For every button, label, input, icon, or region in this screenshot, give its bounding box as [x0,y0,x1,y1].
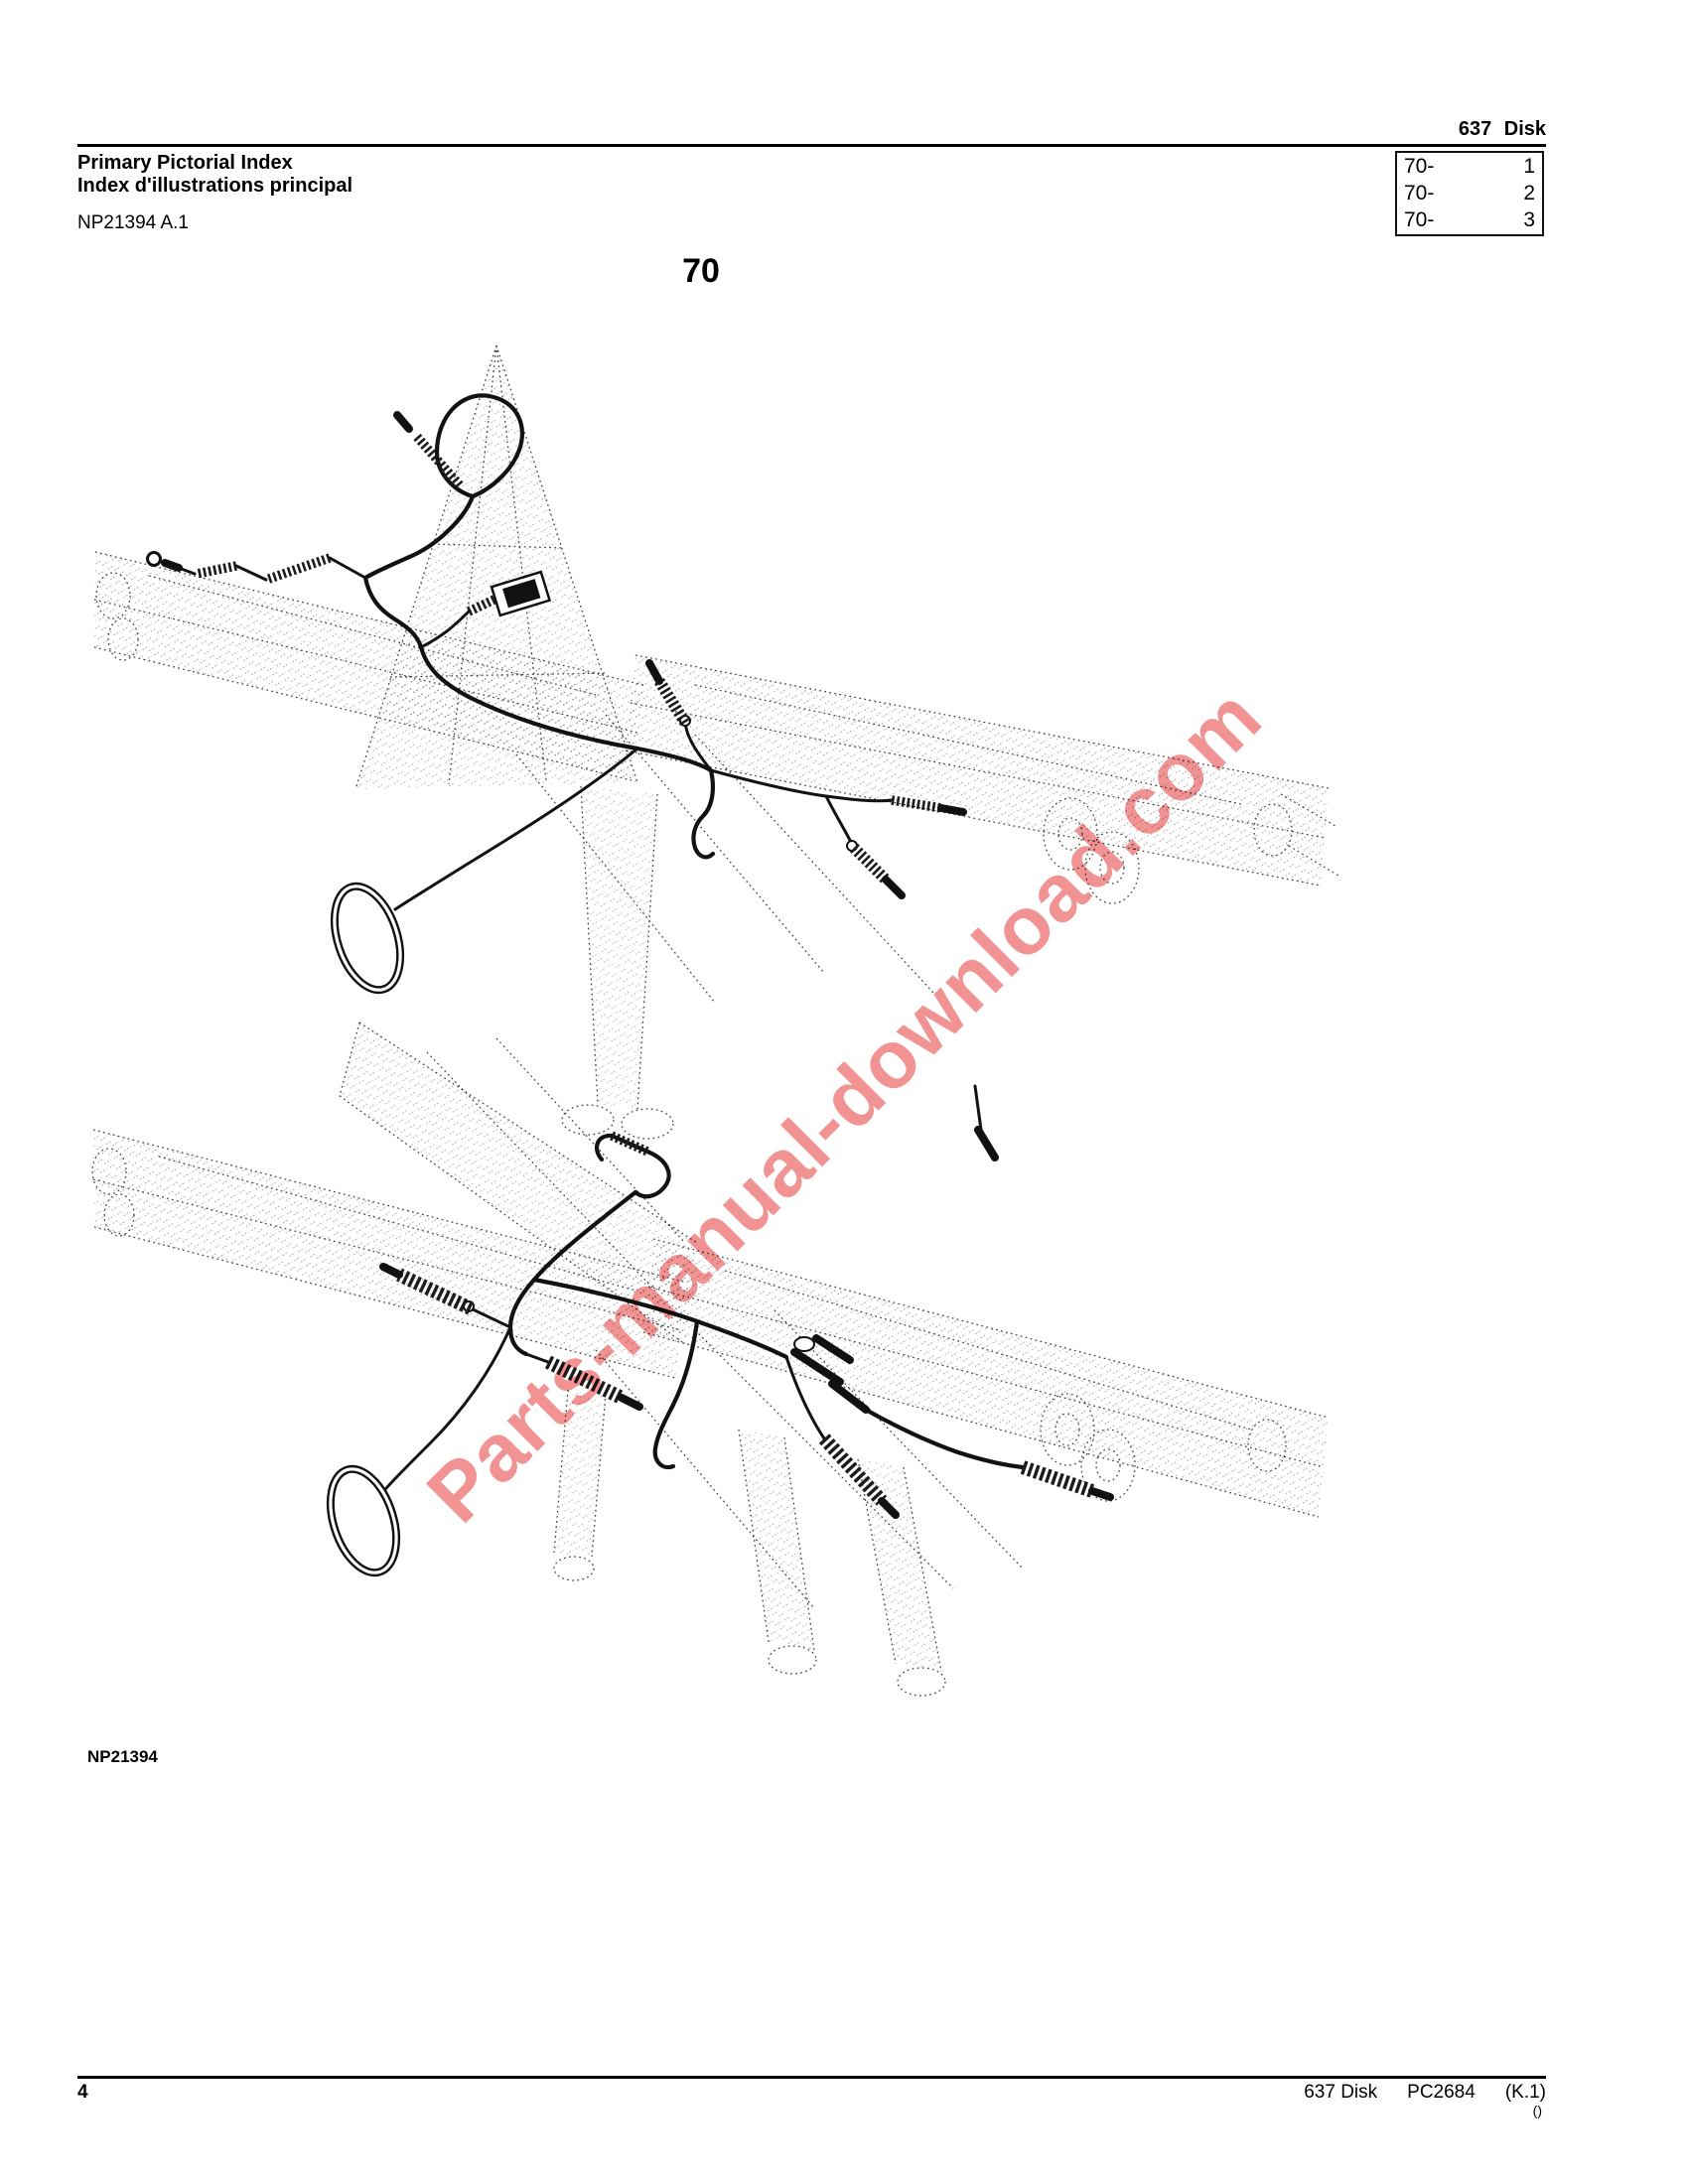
footer-revision: (K.1) [1504,2082,1546,2103]
index-row-value: 1 [1523,154,1535,178]
top-machine-ghost-frame [93,344,1339,1140]
bottom-machine-harness [326,1131,1114,1577]
footer-model: 637 Disk [1304,2082,1378,2103]
model-header: 637 Disk [1458,118,1546,140]
index-row-label: 70- [1404,208,1435,232]
figure-reference: NP21394 [87,1747,158,1766]
footer-info: 637 Disk PC2684 (K.1) () [1092,2082,1546,2118]
page-title-fr: Index d'illustrations principal [77,175,353,197]
index-row-value: 2 [1523,181,1535,205]
footer-catalog-number: PC2684 [1407,2082,1476,2103]
doc-reference: NP21394 A.1 [77,212,189,233]
index-row[interactable]: 70- 1 [1397,154,1542,180]
page-title: Primary Pictorial Index Index d'illustra… [77,152,352,198]
footer-sub-note: () [1532,2103,1542,2118]
figure-number: 70 [682,252,720,290]
index-row[interactable]: 70- 3 [1397,207,1542,233]
index-row-label: 70- [1404,154,1435,178]
index-row-label: 70- [1404,181,1435,205]
footer-rule [77,2076,1546,2079]
top-machine-harness [146,393,999,1161]
page-title-en: Primary Pictorial Index [77,152,293,174]
index-row[interactable]: 70- 2 [1397,181,1542,206]
index-row-value: 3 [1523,208,1535,232]
footer-page-number: 4 [77,2082,88,2103]
bottom-machine-ghost-frame [91,1022,1330,1697]
header-rule [77,144,1546,147]
index-box: 70- 1 70- 2 70- 3 [1395,151,1544,236]
